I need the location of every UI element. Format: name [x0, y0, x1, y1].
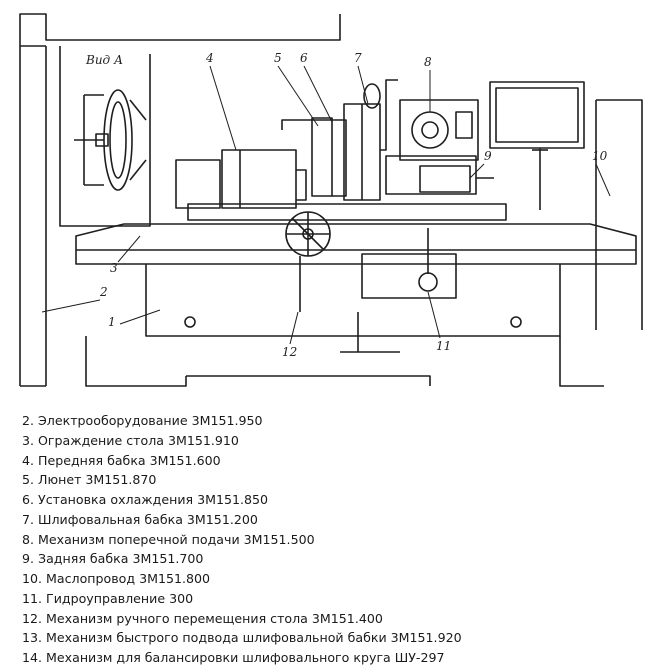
balancing-wheel-detail: [74, 89, 147, 191]
legend-item: 12. Механизм ручного перемещения стола 3…: [22, 610, 383, 626]
table: [187, 203, 507, 221]
tailstock: [385, 155, 494, 195]
callout-10: 10: [592, 149, 608, 163]
legend-item: 5. Люнет 3М151.870: [22, 472, 157, 488]
view-a-label: Вид А: [85, 53, 123, 67]
machine-drawing: Вид А 4 5 6 7 8 9 10 3 2 1 11 12: [19, 13, 643, 387]
callout-5: 5: [274, 51, 282, 65]
legend-item: 3. Ограждение стола 3М151.910: [22, 432, 239, 448]
callout-9: 9: [484, 149, 492, 163]
machine-bed: [75, 223, 637, 265]
callout-3: 3: [110, 261, 118, 275]
callout-7: 7: [354, 51, 362, 65]
callout-12: 12: [282, 345, 297, 359]
legend-item: 13. Механизм быстрого подвода шлифовальн…: [22, 630, 462, 646]
legend-item: 4. Передняя бабка 3М151.600: [22, 452, 221, 468]
control-monitor: [489, 81, 585, 149]
legend-item: 9. Задняя бабка 3М151.700: [22, 551, 204, 567]
cross-feed: [399, 99, 479, 161]
view-a-frame: [59, 46, 151, 227]
callout-8: 8: [424, 55, 432, 69]
callout-6: 6: [300, 51, 308, 65]
legend-item: 14. Механизм для балансировки шлифовальн…: [22, 650, 445, 665]
legend-item: 8. Механизм поперечной подачи 3М151.500: [22, 531, 315, 547]
legend-item: 2. Электрооборудование 3М151.950: [22, 413, 263, 428]
legend-item: 6. Установка охлаждения 3М151.850: [22, 492, 269, 507]
parts-legend: 2. Электрооборудование 3М151.950 3. Огра…: [22, 411, 462, 668]
headstock: [175, 149, 307, 209]
machine-base: [145, 264, 561, 337]
handwheel: [285, 211, 331, 257]
callout-11: 11: [436, 339, 451, 353]
callout-1: 1: [108, 315, 116, 329]
legend-item: 10. Маслопровод 3М151.800: [22, 571, 211, 586]
legend-item: 7. Шлифовальная бабка 3М151.200: [22, 511, 258, 527]
hydraulic-panel: [361, 253, 457, 299]
electrical-cabinet: [19, 13, 341, 386]
right-wall: [596, 99, 643, 330]
wheelhead: [281, 79, 398, 201]
legend-item: 11. Гидроуправление 300: [22, 590, 194, 606]
callout-2: 2: [99, 285, 108, 299]
callout-4: 4: [205, 51, 214, 65]
